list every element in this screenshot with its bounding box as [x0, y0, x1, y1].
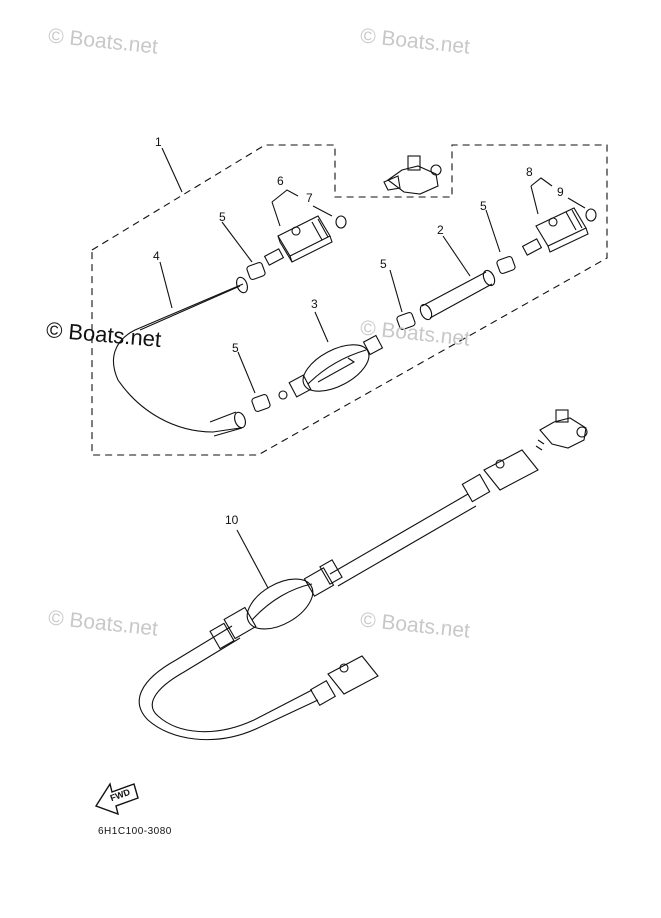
part-2-hose	[419, 269, 496, 321]
callout-6: 6	[277, 174, 284, 188]
callout-3: 3	[311, 297, 318, 311]
fwd-arrow-icon	[94, 782, 139, 816]
assembly-boundary	[91, 144, 608, 456]
engine-fitting-top	[383, 155, 442, 195]
part-3-primer-bulb	[278, 334, 384, 400]
callout-9: 9	[557, 185, 564, 199]
diagram-code: 6H1C100-3080	[98, 826, 172, 837]
part-7-o-ring	[335, 215, 347, 229]
leader-lines	[159, 147, 586, 589]
callout-8: 8	[526, 165, 533, 179]
callout-2: 2	[437, 223, 444, 237]
callout-1: 1	[155, 135, 162, 149]
part-8-connector	[521, 207, 589, 256]
part-10-fuel-line-assembly	[138, 409, 588, 741]
callout-5-b: 5	[380, 257, 387, 271]
callout-7: 7	[306, 191, 313, 205]
part-9-o-ring	[585, 208, 597, 222]
callout-5-a: 5	[219, 210, 226, 224]
callout-4: 4	[153, 249, 160, 263]
part-4-hose	[112, 276, 248, 437]
callout-5-c: 5	[480, 199, 487, 213]
part-6-connector	[263, 215, 333, 266]
callout-10: 10	[225, 513, 239, 527]
part-5-clamps	[246, 255, 516, 413]
callout-5-d: 5	[232, 341, 239, 355]
